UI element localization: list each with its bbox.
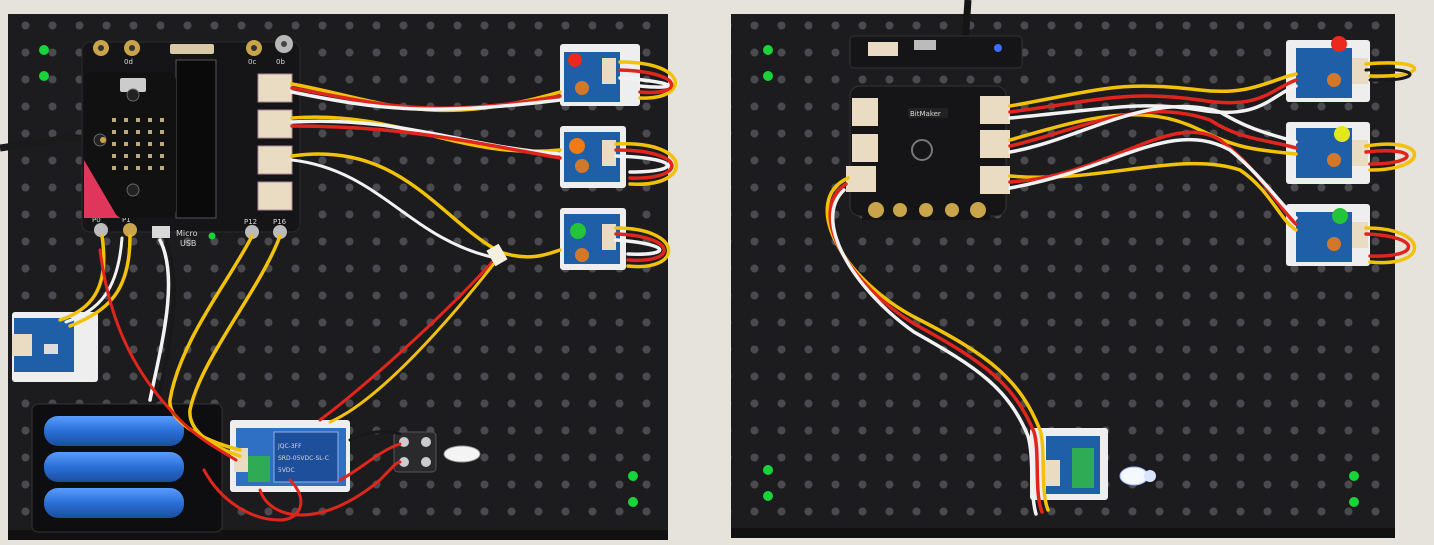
pin-0c-label: 0c	[248, 58, 256, 66]
right-red-led-module	[1286, 36, 1370, 102]
battery-pack	[31, 403, 223, 533]
red-led-module	[560, 44, 640, 106]
relay-label-2: SRD-05VDC-SL-C	[278, 455, 329, 462]
orange-led-module	[560, 126, 626, 188]
p12-label: P12	[244, 218, 257, 226]
relay-label-1: JQC-3FF	[277, 443, 302, 450]
inline-connector	[486, 243, 508, 267]
p16-label: P16	[273, 218, 287, 226]
status-leds	[39, 45, 1359, 507]
lamp-holder	[393, 431, 481, 473]
left-wiring	[58, 60, 678, 522]
micro-usb-label: Micro	[176, 229, 198, 238]
white-led-module	[1030, 428, 1156, 500]
pin-0d-label: 0d	[124, 58, 133, 66]
usb-label: USB	[180, 239, 196, 248]
pin-0b-label: 0b	[276, 58, 285, 66]
bitmaker-label: BitMaker	[910, 110, 941, 118]
green-led-module	[560, 208, 626, 270]
left-sensor-module	[12, 312, 98, 382]
microbit	[84, 72, 176, 218]
bitmaker-board: BitMaker	[846, 35, 1023, 220]
relay-module: JQC-3FF SRD-05VDC-SL-C 5VDC	[230, 420, 350, 492]
right-wiring	[825, 61, 1417, 516]
right-yellow-led-module	[1286, 122, 1370, 184]
p1-label: P1	[122, 216, 131, 224]
relay-label-3: 5VDC	[278, 467, 295, 474]
right-green-led-module	[1286, 204, 1370, 266]
right-traffic-light-modules	[1286, 36, 1370, 266]
p0-label: P0	[92, 216, 101, 224]
left-traffic-light-modules	[560, 44, 640, 270]
